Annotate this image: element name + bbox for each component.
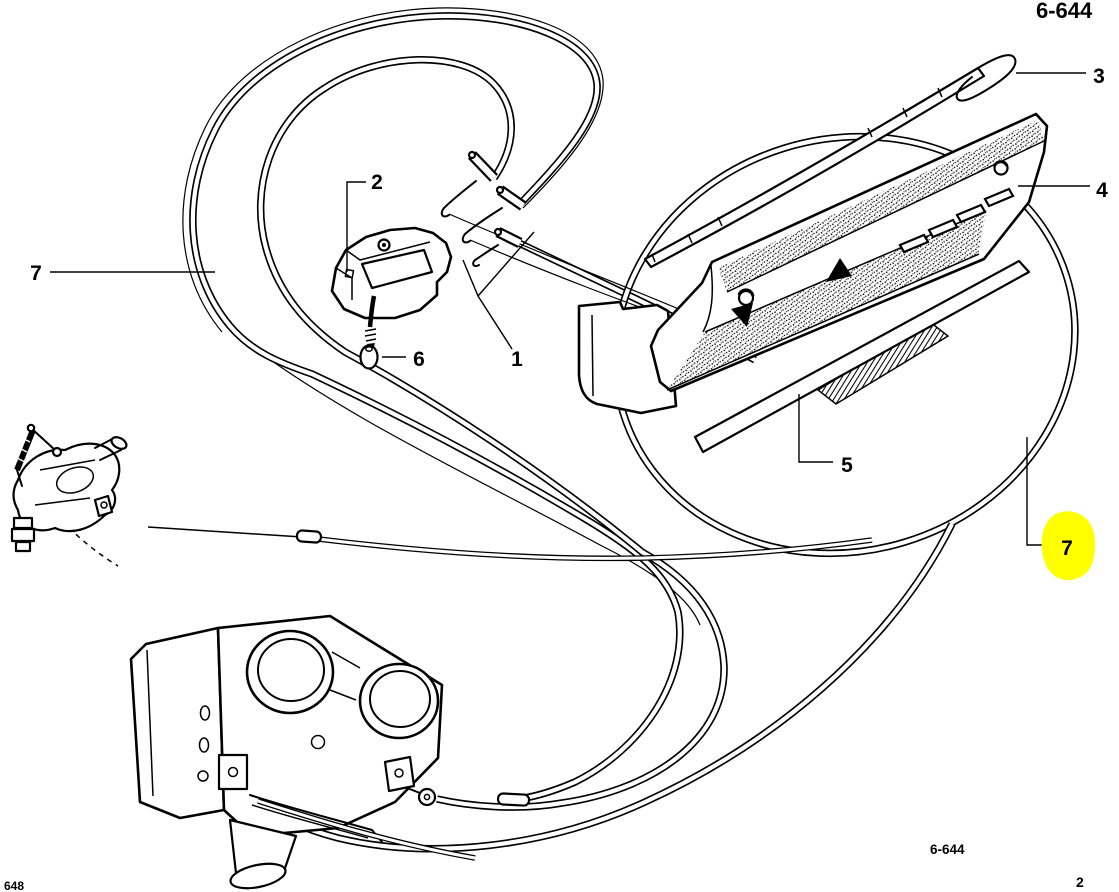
leader-line-2	[346, 181, 366, 272]
panel-end-cap	[577, 300, 678, 415]
vent-slots	[898, 187, 1015, 254]
cable-bottom-sweep	[251, 522, 956, 853]
control-lever	[367, 295, 377, 328]
heater-valve	[10, 423, 128, 567]
cable-sleeve	[295, 529, 323, 544]
leader-lines	[50, 72, 1090, 546]
page-number-footer: 2	[1076, 874, 1084, 890]
marker-triangle-down	[731, 303, 753, 327]
callout-7-left: 7	[30, 262, 42, 285]
leader-line-1	[462, 231, 535, 350]
cable-hook	[440, 180, 477, 218]
page-ref-header: 6-644	[1036, 0, 1093, 23]
callout-5: 5	[841, 454, 853, 477]
trim-strip	[643, 54, 1017, 269]
marker-triangle-up	[826, 258, 852, 282]
cable-loop-outer	[182, 7, 701, 804]
callout-2: 2	[371, 171, 383, 194]
callout-7-highlighted: 7	[1061, 537, 1073, 560]
panel-stipple-band-lower	[667, 211, 986, 390]
page-ref-footer: 6-644	[930, 842, 965, 857]
lower-trim-strip	[693, 259, 1031, 454]
callout-4: 4	[1096, 179, 1108, 202]
panel-stipple-band-upper	[718, 120, 1044, 292]
cable-end-sleeve	[496, 792, 531, 807]
cable-end-ring-terminal	[406, 787, 437, 807]
cable-end-fittings	[440, 150, 527, 268]
callout-1: 1	[511, 348, 523, 371]
leader-line-5	[798, 394, 833, 463]
highlight-marker	[1041, 511, 1096, 581]
callout-6: 6	[413, 348, 425, 371]
callout-3: 3	[1093, 65, 1105, 88]
heater-blower-box	[129, 614, 476, 890]
console-panel-group	[577, 54, 1049, 454]
lever-knob	[359, 344, 379, 370]
doc-number-footer: 648	[4, 879, 24, 892]
control-lever-assembly	[330, 226, 453, 353]
control-cable-horizontal	[147, 526, 873, 562]
cable-hook	[461, 207, 503, 244]
cable-loop-inner	[256, 56, 728, 811]
cable-hook	[472, 244, 499, 268]
